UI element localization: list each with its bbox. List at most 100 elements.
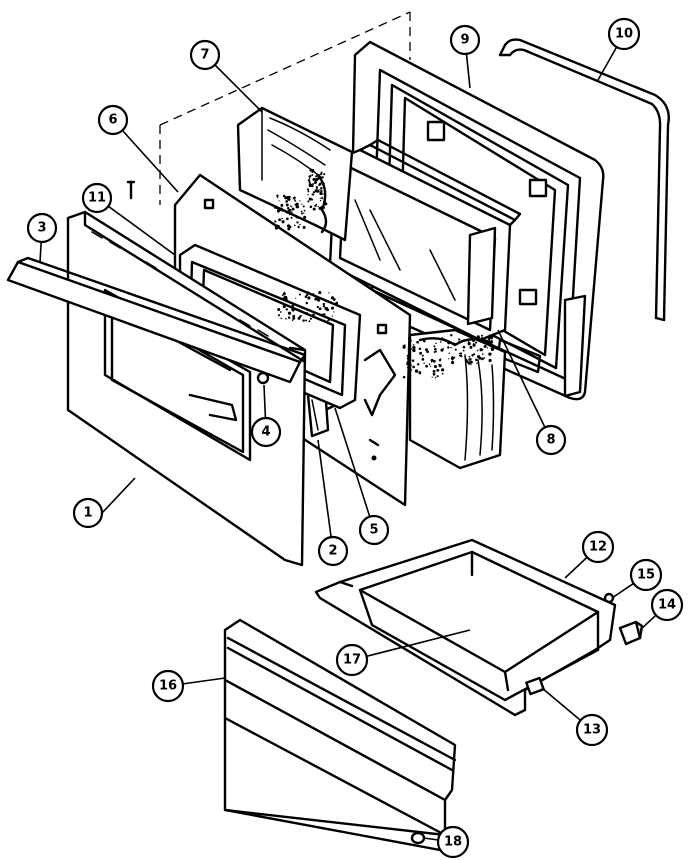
insulation-speck bbox=[402, 345, 406, 349]
insulation-speck bbox=[431, 376, 433, 378]
insulation-speck bbox=[312, 293, 315, 295]
insulation-speck bbox=[335, 301, 339, 305]
callout-7: 7 bbox=[189, 39, 221, 71]
insulation-speck bbox=[274, 220, 277, 223]
callout-4: 4 bbox=[250, 416, 282, 448]
insulation-speck bbox=[451, 361, 455, 365]
insulation-speck bbox=[307, 296, 311, 300]
insulation-speck bbox=[287, 311, 292, 315]
insulation-speck bbox=[425, 348, 428, 352]
insulation-speck bbox=[308, 177, 311, 180]
insulation-speck bbox=[275, 206, 278, 210]
insulation-speck bbox=[295, 216, 298, 219]
insulation-speck bbox=[288, 300, 291, 303]
insulation-speck bbox=[414, 369, 419, 373]
insulation-speck bbox=[418, 347, 422, 351]
insulation-speck bbox=[278, 218, 281, 222]
insulation-speck bbox=[416, 340, 419, 344]
insulation-speck bbox=[293, 224, 296, 227]
insulation-speck bbox=[292, 314, 296, 318]
insulation-speck bbox=[277, 210, 280, 213]
insulation-speck bbox=[309, 174, 312, 177]
insulation-speck bbox=[454, 348, 457, 351]
insulation-speck bbox=[326, 320, 329, 322]
insulation-speck bbox=[280, 203, 284, 207]
insulation-speck bbox=[406, 357, 409, 360]
insulation-speck bbox=[471, 354, 474, 357]
insulation-speck bbox=[450, 346, 452, 349]
insulation-speck bbox=[460, 354, 463, 358]
insulation-speck bbox=[298, 293, 301, 296]
insulation-speck bbox=[434, 347, 437, 351]
callout-2: 2 bbox=[317, 535, 349, 567]
insulation-speck bbox=[490, 347, 495, 351]
callout-label: 4 bbox=[261, 425, 270, 440]
insulation-speck bbox=[486, 347, 489, 349]
insulation-speck bbox=[288, 213, 291, 216]
insulation-speck bbox=[307, 291, 310, 294]
insulation-speck bbox=[317, 173, 320, 177]
insulation-speck bbox=[318, 307, 322, 311]
insulation-speck bbox=[312, 207, 316, 211]
insulation-speck bbox=[433, 351, 436, 353]
insulation-speck bbox=[438, 363, 440, 365]
insulation-speck bbox=[436, 368, 440, 372]
insulation-speck bbox=[408, 341, 410, 344]
insulation-speck bbox=[309, 317, 313, 320]
insulation-speck bbox=[328, 292, 330, 294]
callout-label: 8 bbox=[546, 433, 555, 448]
insulation-speck bbox=[318, 206, 322, 210]
insulation-speck bbox=[452, 342, 456, 346]
insulation-speck bbox=[468, 355, 471, 358]
insulation-speck bbox=[319, 189, 321, 191]
insulation-speck bbox=[412, 348, 416, 353]
insulation-speck bbox=[320, 186, 323, 190]
callout-6: 6 bbox=[97, 104, 129, 136]
insulation-speck bbox=[483, 345, 487, 348]
insulation-speck bbox=[462, 339, 465, 342]
insulation-speck bbox=[281, 297, 284, 300]
insulation-speck bbox=[296, 221, 299, 224]
insulation-speck bbox=[278, 200, 280, 202]
insulation-speck bbox=[481, 357, 484, 361]
insulation-speck bbox=[306, 291, 308, 294]
callout-label: 7 bbox=[200, 48, 209, 63]
insulation-speck bbox=[295, 297, 297, 299]
insulation-speck bbox=[483, 357, 486, 359]
callout-label: 6 bbox=[108, 113, 117, 128]
insulation-speck bbox=[278, 301, 280, 303]
insulation-speck bbox=[412, 345, 416, 350]
insulation-speck bbox=[476, 335, 480, 339]
insulation-speck bbox=[301, 212, 304, 215]
insulation-speck bbox=[477, 362, 480, 364]
insulation-speck bbox=[468, 358, 471, 361]
insulation-speck bbox=[312, 178, 315, 181]
insulation-lower bbox=[408, 328, 507, 470]
insulation-speck bbox=[410, 364, 412, 366]
insulation-speck bbox=[409, 351, 411, 354]
callout-label: 15 bbox=[637, 568, 655, 583]
insulation-speck bbox=[462, 349, 465, 352]
insulation-speck bbox=[305, 319, 308, 322]
insulation-speck bbox=[486, 340, 489, 343]
callout-14: 14 bbox=[650, 588, 684, 622]
insulation-speck bbox=[440, 348, 444, 352]
insulation-speck bbox=[276, 194, 279, 197]
insulation-speck bbox=[280, 317, 282, 320]
insulation-speck bbox=[323, 182, 325, 185]
insulation-speck bbox=[309, 182, 311, 184]
insulation-speck bbox=[292, 196, 295, 200]
insulation-speck bbox=[291, 304, 295, 308]
insulation-speck bbox=[440, 368, 445, 372]
drawer-front-panel bbox=[223, 618, 457, 852]
insulation-speck bbox=[282, 304, 286, 309]
insulation-speck bbox=[430, 358, 434, 362]
insulation-speck bbox=[418, 371, 422, 375]
insulation-speck bbox=[470, 363, 472, 366]
insulation-speck bbox=[487, 337, 491, 340]
insulation-speck bbox=[434, 376, 437, 379]
insulation-speck bbox=[438, 364, 442, 368]
insulation-speck bbox=[299, 223, 301, 226]
insulation-speck bbox=[281, 294, 284, 297]
insulation-speck bbox=[323, 319, 326, 323]
